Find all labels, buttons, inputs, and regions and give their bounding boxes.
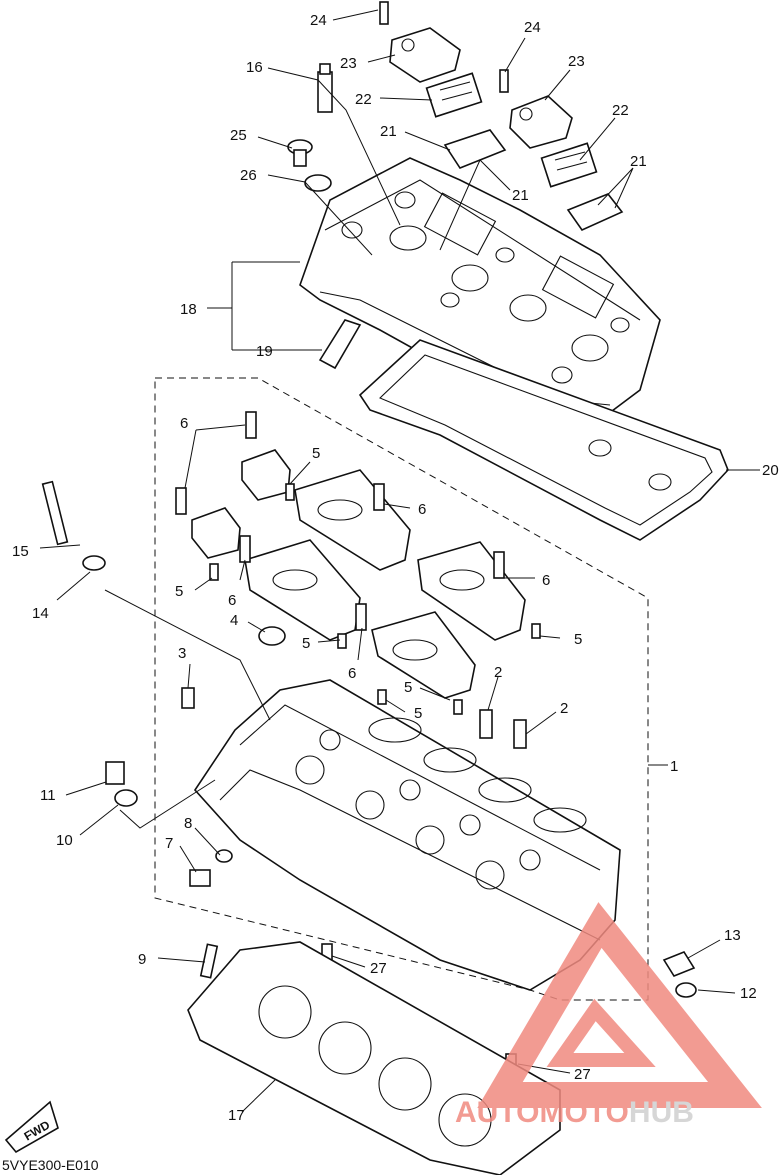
bolt-24-right bbox=[499, 69, 509, 93]
head-gasket bbox=[187, 941, 561, 1175]
callout-1: 1 bbox=[670, 758, 678, 775]
callout-13: 13 bbox=[724, 927, 741, 944]
grommet-right bbox=[540, 142, 598, 188]
callout-6: 6 bbox=[228, 592, 236, 609]
fwd-arrow-icon: FWD bbox=[4, 1100, 59, 1154]
washer-26 bbox=[304, 174, 332, 192]
callout-22: 22 bbox=[612, 102, 629, 119]
callout-3: 3 bbox=[178, 645, 186, 662]
callout-10: 10 bbox=[56, 832, 73, 849]
callout-24: 24 bbox=[310, 12, 327, 29]
spark-plug bbox=[317, 63, 333, 113]
callout-7: 7 bbox=[165, 835, 173, 852]
plug-seal bbox=[318, 319, 362, 370]
damper-right bbox=[566, 193, 624, 232]
callout-labels: 24 23 16 22 21 25 26 24 23 22 21 21 18 1… bbox=[12, 12, 779, 1124]
callout-8: 8 bbox=[184, 815, 192, 832]
callout-5: 5 bbox=[404, 679, 412, 696]
callout-2: 2 bbox=[560, 700, 568, 717]
callout-6: 6 bbox=[180, 415, 188, 432]
cover-gasket bbox=[358, 339, 729, 541]
coil-cover-left bbox=[389, 27, 461, 83]
callout-21: 21 bbox=[380, 123, 397, 140]
bolt-24-left bbox=[379, 1, 389, 25]
camshaft-cap-d bbox=[244, 539, 361, 641]
callout-16: 16 bbox=[246, 59, 263, 76]
dowel-pins bbox=[209, 483, 541, 715]
callout-9: 9 bbox=[138, 951, 146, 968]
callout-6: 6 bbox=[418, 501, 426, 518]
callout-24: 24 bbox=[524, 19, 541, 36]
callout-22: 22 bbox=[355, 91, 372, 108]
callout-27: 27 bbox=[370, 960, 387, 977]
callout-21: 21 bbox=[630, 153, 647, 170]
watermark-text-auto: AUTO bbox=[455, 1096, 539, 1129]
callout-20: 20 bbox=[762, 462, 779, 479]
reference-code: 5VYE300-E010 bbox=[2, 1157, 99, 1173]
callout-11: 11 bbox=[40, 787, 56, 804]
leader-lines bbox=[39, 9, 760, 1113]
callout-6: 6 bbox=[348, 665, 356, 682]
coil-cover-right bbox=[509, 95, 573, 149]
svg-text:AUTOMOTOHUB: AUTOMOTOHUB bbox=[455, 1096, 694, 1129]
callout-5: 5 bbox=[574, 631, 582, 648]
callout-27: 27 bbox=[574, 1066, 591, 1083]
callout-19: 19 bbox=[256, 343, 273, 360]
camshaft-cap-a bbox=[241, 449, 291, 501]
callout-14: 14 bbox=[32, 605, 49, 622]
callout-5: 5 bbox=[175, 583, 183, 600]
cap-bolts bbox=[175, 411, 505, 631]
callout-5: 5 bbox=[414, 705, 422, 722]
grommet-left bbox=[425, 72, 483, 118]
callout-18: 18 bbox=[180, 301, 197, 318]
callout-2: 2 bbox=[494, 664, 502, 681]
assembly-boundary bbox=[154, 377, 649, 1001]
callout-17: 17 bbox=[228, 1107, 245, 1124]
callout-23: 23 bbox=[568, 53, 585, 70]
watermark-text-hub: HUB bbox=[629, 1096, 694, 1129]
callout-12: 12 bbox=[740, 985, 757, 1002]
watermark-text-moto: MOTO bbox=[539, 1096, 628, 1129]
callout-23: 23 bbox=[340, 55, 357, 72]
callout-15: 15 bbox=[12, 543, 29, 560]
callout-4: 4 bbox=[230, 612, 238, 629]
callout-5: 5 bbox=[302, 635, 310, 652]
callout-25: 25 bbox=[230, 127, 247, 144]
callout-26: 26 bbox=[240, 167, 257, 184]
camshaft-cap-c bbox=[294, 469, 411, 571]
camshaft-cap-b bbox=[191, 507, 241, 559]
cylinder-head bbox=[193, 679, 621, 991]
callout-6: 6 bbox=[542, 572, 550, 589]
callout-21: 21 bbox=[512, 187, 529, 204]
watermark-logo: AUTOMOTOHUB bbox=[455, 902, 762, 1129]
damper-left bbox=[443, 129, 507, 169]
camshaft-cap-f bbox=[371, 611, 476, 699]
callout-5: 5 bbox=[312, 445, 320, 462]
bolt-25 bbox=[287, 139, 313, 167]
